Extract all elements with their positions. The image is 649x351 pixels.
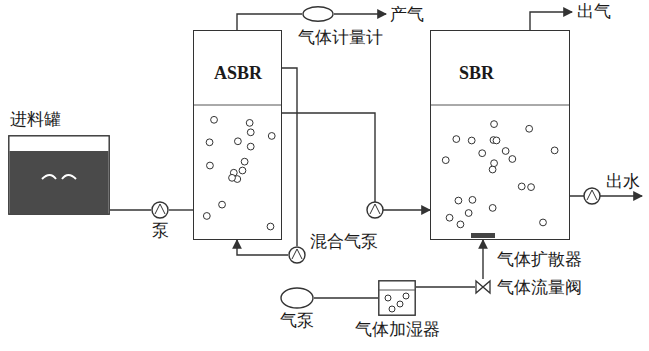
pipe-connector <box>482 240 483 279</box>
bubble <box>246 119 253 126</box>
bubble <box>493 137 500 144</box>
pump-symbol <box>370 204 380 214</box>
bubble <box>509 156 516 163</box>
bubble <box>241 158 248 165</box>
bubble <box>491 160 498 167</box>
gas-meter: 气体计量计 <box>302 6 334 22</box>
gas-meter-shape <box>302 6 334 22</box>
liquid-level <box>193 105 282 106</box>
part-label: 进料罐 <box>10 110 61 130</box>
air-pump: 气泵 <box>280 287 314 309</box>
bubble <box>442 157 449 164</box>
gas-diffuser <box>471 233 495 238</box>
bubble <box>446 214 453 221</box>
pipe-connector <box>110 209 151 210</box>
pipe-connector <box>314 297 378 298</box>
part-label: 气体计量计 <box>298 28 383 48</box>
pipe-connector <box>169 209 193 210</box>
bubble <box>469 196 476 203</box>
pump-shape <box>151 201 169 219</box>
gas-out-pipe <box>334 13 386 14</box>
part-label: 混合气泵 <box>310 232 378 252</box>
reactor-label: ASBR <box>214 63 262 84</box>
air-pump-shape <box>280 287 314 309</box>
pump-symbol <box>587 190 597 200</box>
pump-symbol <box>584 188 600 204</box>
feed-tank: 进料罐 <box>8 110 110 215</box>
reactor-box: SBR <box>430 30 570 240</box>
gas-out-pipe <box>530 12 572 30</box>
pipe-connector <box>237 14 302 30</box>
bubble <box>267 223 274 230</box>
mixing-gas-pump: 混合气泵 <box>288 246 306 264</box>
bubble <box>239 167 246 174</box>
bubble <box>551 147 558 154</box>
effluent-label: 出水 <box>606 172 640 192</box>
reactor-label: SBR <box>459 63 494 84</box>
bubble <box>528 184 535 191</box>
pump-symbol <box>367 202 383 218</box>
gas-flow-valve-shape <box>475 279 491 295</box>
bubbles <box>203 116 558 229</box>
bubble <box>211 116 218 123</box>
gas-humidifier: 气体加湿器 <box>378 280 416 316</box>
gas-output-label: 产气 <box>390 5 424 25</box>
diffuser-label: 气体扩散器 <box>497 250 582 270</box>
part-label: 气体加湿器 <box>355 320 440 340</box>
gas-exhaust-label: 出气 <box>577 2 611 22</box>
bubble <box>540 219 547 226</box>
bubble <box>268 133 275 140</box>
mixing-gas-pump-shape <box>288 246 306 264</box>
gas-flow-valve: 气体流量阀 <box>475 279 491 295</box>
bubble <box>489 166 496 173</box>
bubble <box>465 210 472 217</box>
pipe-connector <box>282 68 297 246</box>
bubble <box>518 183 525 190</box>
bubble <box>491 121 498 128</box>
part-label: 气泵 <box>280 311 314 331</box>
bubble <box>468 137 475 144</box>
bubble <box>502 148 509 155</box>
gas-humidifier-shape <box>378 280 416 316</box>
bubble <box>453 136 460 143</box>
bubble <box>489 205 496 212</box>
pipe-connector <box>237 240 288 255</box>
bubble <box>455 197 462 204</box>
liquid-level <box>430 105 570 106</box>
bubble <box>234 138 241 145</box>
bubble <box>247 129 254 136</box>
effluent-pipe <box>570 195 642 196</box>
pump: 泵 <box>151 201 169 219</box>
pipe-connector <box>282 113 430 210</box>
pipe-connector <box>416 286 475 287</box>
reactor-box: ASBR <box>193 30 282 240</box>
bubble <box>229 174 236 181</box>
bubble <box>247 143 254 150</box>
feed-tank-shape <box>8 135 110 215</box>
bubble <box>219 201 226 208</box>
part-label: 气体流量阀 <box>497 278 582 298</box>
bubble <box>203 213 210 220</box>
bubble <box>206 139 213 146</box>
bubble <box>457 221 464 228</box>
part-label: 泵 <box>152 221 169 241</box>
bubble <box>207 162 214 169</box>
bubble <box>479 150 486 157</box>
bubble <box>526 125 533 132</box>
